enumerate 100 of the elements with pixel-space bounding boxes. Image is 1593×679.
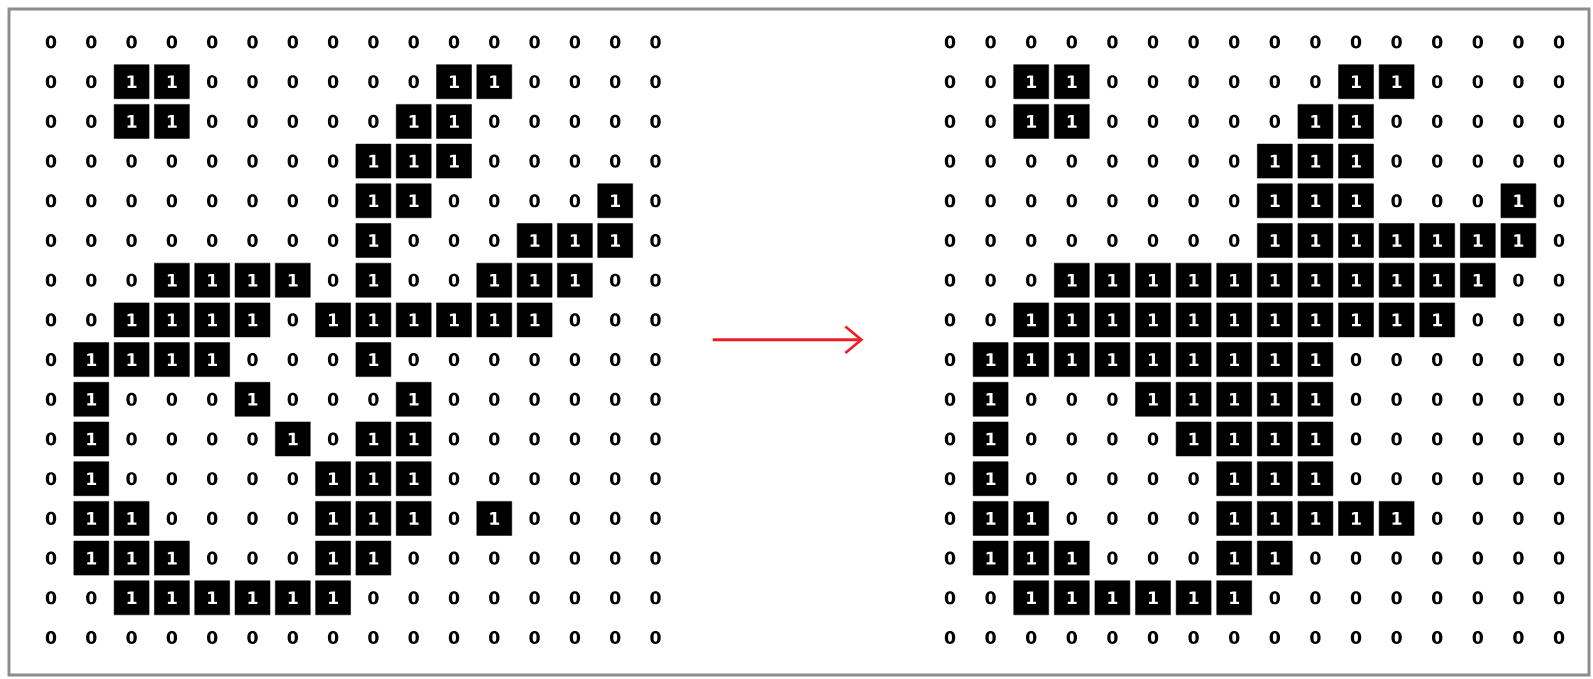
- grid-cell: 0: [1472, 551, 1483, 565]
- grid-cell: 1: [1216, 461, 1252, 496]
- grid-cell: 0: [569, 194, 581, 208]
- grid-cell: 0: [448, 273, 460, 287]
- grid-cell: 0: [650, 511, 661, 525]
- grid-cell: 0: [1513, 472, 1524, 486]
- grid-cell: 1: [1257, 262, 1293, 298]
- grid-cell: 0: [944, 75, 956, 89]
- grid-cell: 0: [529, 194, 540, 208]
- grid-cell: 0: [166, 432, 178, 446]
- grid-cell: 1: [1257, 421, 1293, 457]
- grid-cell: 1: [516, 262, 553, 298]
- grid-cell: 1: [1338, 302, 1374, 338]
- grid-cell: 0: [610, 591, 621, 605]
- grid-cell: 1: [395, 421, 432, 457]
- grid-cell: 1: [1175, 302, 1212, 338]
- grid-cell: 0: [569, 630, 581, 645]
- grid-cell: 0: [1066, 194, 1077, 208]
- grid-cell: 1: [355, 342, 392, 377]
- grid-cell: 1: [1013, 64, 1049, 99]
- grid-cell: 0: [1513, 313, 1524, 327]
- grid-cell: 1: [395, 302, 432, 338]
- grid-cell: 0: [1066, 630, 1077, 645]
- grid-cell: 0: [448, 432, 460, 446]
- grid-cell: 0: [448, 472, 460, 486]
- grid-cell: 1: [1013, 104, 1049, 139]
- grid-cell: 1: [355, 501, 392, 536]
- grid-cell: 0: [944, 194, 956, 208]
- grid-cell: 1: [1297, 223, 1334, 258]
- grid-cell: 0: [1188, 472, 1199, 486]
- grid-cell: 0: [1391, 551, 1402, 565]
- grid-cell: 1: [1338, 262, 1374, 298]
- grid-cell: 1: [1054, 342, 1090, 377]
- grid-cell: 1: [1297, 104, 1334, 139]
- grid-cell: 1: [1378, 302, 1415, 338]
- grid-cell: 0: [1391, 194, 1402, 208]
- grid-cell: 0: [327, 392, 339, 406]
- grid-cell: 0: [408, 75, 419, 89]
- grid-cell: 0: [985, 273, 996, 287]
- grid-cell: 0: [1513, 154, 1524, 168]
- grid-cell: 1: [355, 183, 392, 219]
- grid-cell: 0: [569, 154, 581, 168]
- grid-cell: 1: [1135, 262, 1171, 298]
- grid-cell: 0: [368, 591, 379, 605]
- grid-cell: 1: [1297, 421, 1334, 457]
- grid-cell: 0: [166, 392, 178, 406]
- grid-cell: 1: [972, 382, 1009, 417]
- grid-cell: 0: [489, 154, 500, 168]
- grid-cell: 0: [1147, 511, 1159, 525]
- grid-cell: 0: [610, 114, 621, 128]
- grid-cell: 0: [45, 114, 57, 128]
- grid-cell: 0: [1310, 551, 1321, 565]
- grid-cell: 0: [166, 511, 178, 525]
- grid-cell: 1: [516, 223, 553, 258]
- grid-cell: 1: [315, 501, 351, 536]
- grid-cell: 0: [1269, 630, 1280, 645]
- grid-cell: 0: [1553, 353, 1565, 367]
- grid-cell: 0: [1553, 35, 1565, 49]
- grid-cell: 1: [1216, 501, 1252, 536]
- grid-cell: 1: [194, 342, 230, 377]
- grid-cell: 1: [113, 501, 150, 536]
- grid-cell: 1: [1297, 183, 1334, 219]
- grid-cell: 0: [944, 432, 956, 446]
- grid-cell: 0: [1513, 551, 1524, 565]
- grid-cell: 0: [985, 233, 996, 248]
- grid-cell: 0: [45, 472, 57, 486]
- grid-cell: 0: [985, 630, 996, 645]
- grid-cell: 1: [972, 461, 1009, 496]
- grid-cell: 0: [650, 432, 661, 446]
- grid-cell: 1: [1054, 540, 1090, 576]
- grid-cell: 0: [944, 233, 956, 248]
- grid-cell: 0: [287, 75, 298, 89]
- grid-cell: 0: [45, 392, 57, 406]
- grid-cell: 0: [287, 35, 298, 49]
- grid-cell: 1: [275, 421, 311, 457]
- grid-cell: 0: [985, 35, 996, 49]
- grid-cell: 0: [207, 35, 218, 49]
- grid-cell: 0: [1107, 233, 1118, 248]
- grid-cell: 0: [1513, 432, 1524, 446]
- grid-cell: 1: [1338, 64, 1374, 99]
- grid-cell: 0: [327, 630, 339, 645]
- grid-cell: 1: [154, 342, 190, 377]
- grid-cell: 0: [1147, 154, 1159, 168]
- grid-cell: 0: [247, 75, 258, 89]
- grid-cell: 0: [408, 353, 419, 367]
- grid-cell: 0: [327, 273, 339, 287]
- grid-cell: 0: [1553, 273, 1565, 287]
- grid-cell: 0: [1553, 472, 1565, 486]
- grid-cell: 0: [126, 35, 137, 49]
- grid-cell: 0: [1310, 75, 1321, 89]
- grid-cell: 1: [1500, 223, 1537, 258]
- grid-cell: 1: [1216, 382, 1252, 417]
- grid-cell: 0: [944, 511, 956, 525]
- grid-cell: 0: [86, 630, 97, 645]
- grid-cell: 1: [972, 501, 1009, 536]
- grid-cell: 1: [1257, 382, 1293, 417]
- grid-cell: 0: [650, 154, 661, 168]
- grid-cell: 0: [944, 551, 956, 565]
- grid-cell: 0: [1432, 353, 1443, 367]
- grid-cell: 0: [985, 75, 996, 89]
